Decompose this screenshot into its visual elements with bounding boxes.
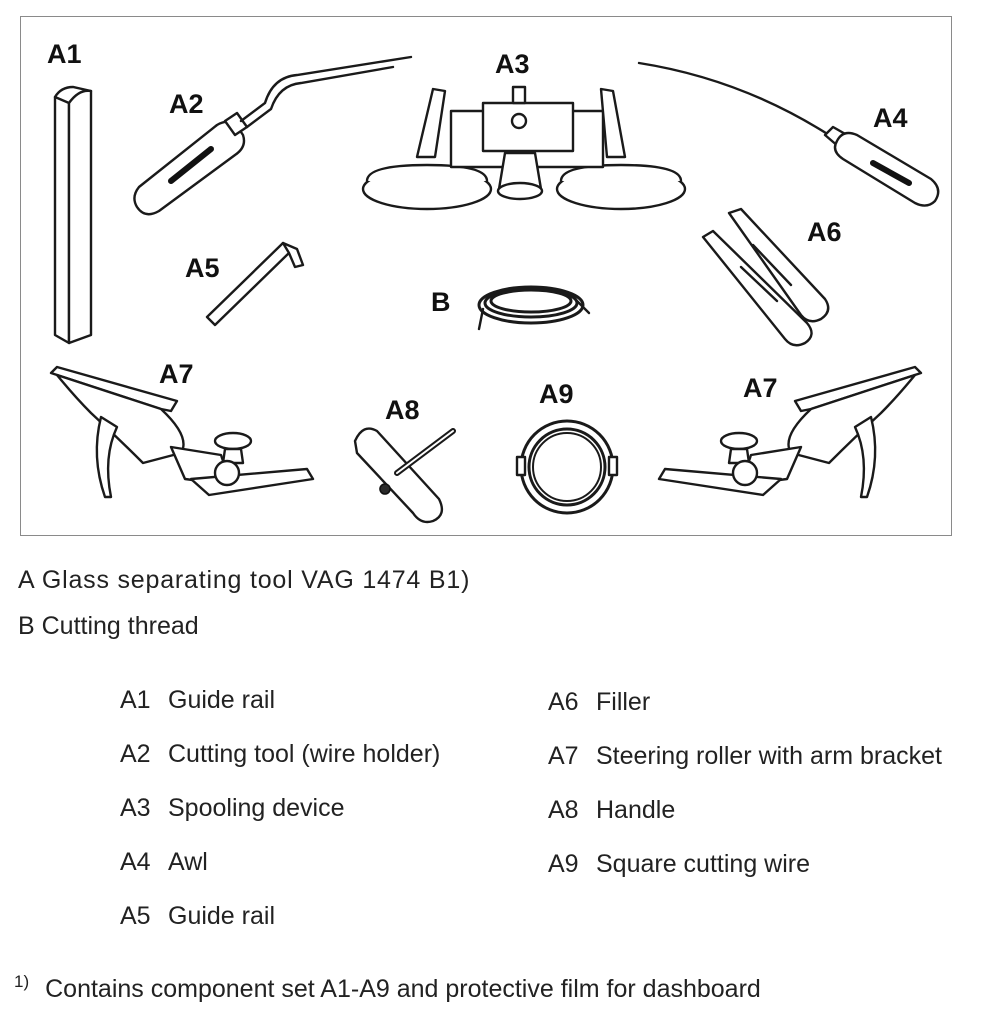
component-code: A3 bbox=[120, 794, 151, 822]
legend-cutting-thread: B Cutting thread bbox=[18, 612, 199, 640]
component-label: Handle bbox=[596, 796, 676, 824]
handle-a8-drawing bbox=[353, 427, 456, 524]
component-label: Awl bbox=[168, 848, 208, 876]
component-code: A9 bbox=[548, 850, 579, 878]
legend-glass-separating-tool: A Glass separating tool VAG 1474 B1) bbox=[18, 566, 471, 594]
component-code: A1 bbox=[120, 686, 151, 714]
steering-roller-a7-left-drawing bbox=[49, 365, 315, 499]
label-a7-right: A7 bbox=[743, 373, 778, 403]
component-code: A5 bbox=[120, 902, 151, 930]
cutting-thread-b-drawing bbox=[477, 285, 591, 331]
list-item: A2 Cutting tool (wire holder) bbox=[120, 740, 440, 769]
label-a3: A3 bbox=[495, 49, 530, 79]
list-item: A1 Guide rail bbox=[120, 686, 275, 715]
footnote: 1) Contains component set A1-A9 and prote… bbox=[14, 972, 761, 1004]
list-item: A3 Spooling device bbox=[120, 794, 345, 823]
label-a7-left: A7 bbox=[159, 359, 194, 389]
guide-rail-a5-drawing bbox=[205, 241, 305, 327]
label-a5: A5 bbox=[185, 253, 220, 283]
label-a9: A9 bbox=[539, 379, 574, 409]
spooling-device-a3-drawing bbox=[361, 85, 687, 211]
component-label: Cutting tool (wire holder) bbox=[168, 740, 441, 768]
cutting-tool-a2-drawing bbox=[133, 55, 413, 216]
component-code: A6 bbox=[548, 688, 579, 716]
label-a8: A8 bbox=[385, 395, 420, 425]
square-cutting-wire-a9-drawing bbox=[515, 419, 619, 515]
awl-a4-drawing bbox=[637, 61, 940, 207]
list-item: A8 Handle bbox=[548, 796, 675, 825]
filler-a6-drawing bbox=[701, 207, 830, 347]
component-label: Steering roller with arm bracket bbox=[596, 742, 942, 770]
guide-rail-a1-drawing bbox=[53, 85, 93, 345]
footnote-text: Contains component set A1-A9 and protect… bbox=[45, 975, 761, 1003]
component-code: A7 bbox=[548, 742, 579, 770]
label-a4: A4 bbox=[873, 103, 908, 133]
component-code: A8 bbox=[548, 796, 579, 824]
tool-illustration: A1 A2 A3 bbox=[47, 39, 940, 524]
label-a1: A1 bbox=[47, 39, 82, 69]
list-item: A7 Steering roller with arm bracket bbox=[548, 742, 942, 771]
component-label: Guide rail bbox=[168, 902, 275, 930]
label-a2: A2 bbox=[169, 89, 204, 119]
list-item: A9 Square cutting wire bbox=[548, 850, 810, 879]
component-label: Filler bbox=[596, 688, 651, 716]
list-item: A4 Awl bbox=[120, 848, 208, 877]
component-code: A2 bbox=[120, 740, 151, 768]
steering-roller-a7-right-drawing bbox=[657, 365, 923, 499]
list-item: A6 Filler bbox=[548, 688, 650, 717]
component-label: Spooling device bbox=[168, 794, 345, 822]
label-a6: A6 bbox=[807, 217, 842, 247]
component-code: A4 bbox=[120, 848, 151, 876]
label-b: B bbox=[431, 287, 451, 317]
footnote-marker: 1) bbox=[14, 972, 30, 991]
component-label: Guide rail bbox=[168, 686, 275, 714]
component-label: Square cutting wire bbox=[596, 850, 811, 878]
tool-illustration-frame: A1 A2 A3 bbox=[20, 16, 952, 536]
list-item: A5 Guide rail bbox=[120, 902, 275, 931]
